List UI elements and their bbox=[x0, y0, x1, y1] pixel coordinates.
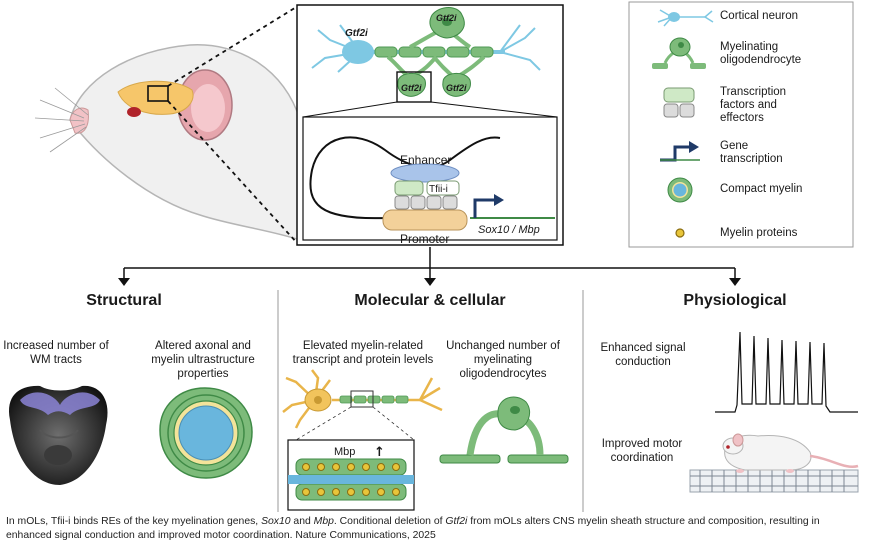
action-potential-trace bbox=[715, 331, 858, 413]
figure-caption: In mOLs, Tfii-i binds REs of the key mye… bbox=[6, 515, 864, 543]
myelinated-neuron-illustration bbox=[282, 369, 443, 441]
oligodendrocyte-legend-icon bbox=[652, 37, 706, 69]
mbp-inset-illustration bbox=[287, 439, 415, 511]
neuron-oligodendrocyte-illustration bbox=[311, 7, 541, 103]
legend-label-myelinating-oligodendrocyte: Myelinating oligodendrocyte bbox=[720, 41, 802, 66]
legend-label-gene-transcription: Gene transcription bbox=[720, 140, 783, 165]
legend-label-myelin-proteins: Myelin proteins bbox=[720, 227, 798, 239]
gene-label: Sox10 / Mbp bbox=[478, 224, 540, 236]
gtf2i-label-oligo-top: Gtf2i bbox=[436, 13, 457, 23]
compact-myelin-legend-icon bbox=[667, 177, 693, 203]
tfii-i-label: Tfii-i bbox=[429, 184, 448, 195]
heading-molecular-cellular: Molecular & cellular bbox=[354, 292, 506, 309]
caption-part-4: from mOLs alters CNS myelin sheath struc… bbox=[6, 516, 820, 541]
branch-arrowheads bbox=[118, 278, 741, 286]
gtf2i-label-oligo-left: Gtf2i bbox=[401, 83, 422, 93]
branch-connector bbox=[123, 247, 736, 280]
transcription-factors-legend-icon bbox=[663, 87, 695, 118]
mbp-increase-arrow: ↑ bbox=[374, 445, 385, 460]
legend-label-transcription-factors: Transcription factors and effectors bbox=[720, 86, 787, 124]
mouse-on-treadmill-illustration bbox=[689, 433, 859, 493]
transcription-illustration bbox=[309, 136, 555, 231]
label-increased-wm-tracts: Increased number of WM tracts bbox=[3, 340, 109, 366]
caption-part-2: and bbox=[290, 516, 314, 527]
brain-scan-image bbox=[9, 385, 108, 485]
gtf2i-label-neuron: Gtf2i bbox=[345, 28, 368, 39]
enhancer-label: Enhancer bbox=[400, 153, 451, 167]
heading-structural: Structural bbox=[86, 292, 162, 309]
label-elevated-myelin-transcripts: Elevated myelin-related transcript and p… bbox=[292, 340, 434, 366]
mbp-label: Mbp bbox=[334, 446, 355, 458]
label-unchanged-oligodendrocytes: Unchanged number of myelinating oligoden… bbox=[446, 340, 560, 380]
promoter-label: Promoter bbox=[400, 232, 449, 246]
legend-box bbox=[628, 1, 854, 248]
mouse-head-illustration bbox=[34, 44, 301, 242]
label-enhanced-signal-conduction: Enhanced signal conduction bbox=[600, 342, 686, 368]
caption-part-1: In mOLs, Tfii-i binds REs of the key mye… bbox=[6, 516, 262, 527]
myelin-cross-section-image bbox=[159, 387, 253, 479]
oligodendrocyte-illustration bbox=[439, 396, 569, 464]
gene-transcription-legend-icon bbox=[660, 141, 700, 162]
label-altered-ultrastructure: Altered axonal and myelin ultrastructure… bbox=[151, 340, 255, 380]
caption-gene-mbp: Mbp bbox=[313, 516, 334, 527]
myelin-proteins-legend-icon bbox=[675, 228, 685, 238]
legend-label-compact-myelin: Compact myelin bbox=[720, 183, 803, 195]
caption-part-3: . Conditional deletion of bbox=[333, 516, 446, 527]
legend-label-cortical-neuron: Cortical neuron bbox=[720, 10, 798, 22]
caption-gene-gtf2i: Gtf2i bbox=[445, 516, 468, 527]
label-improved-motor-coordination: Improved motor coordination bbox=[601, 438, 683, 464]
neuron-legend-icon bbox=[657, 9, 714, 27]
heading-physiological: Physiological bbox=[683, 292, 787, 309]
gtf2i-label-oligo-right: Gtf2i bbox=[446, 83, 467, 93]
caption-gene-sox10: Sox10 bbox=[261, 516, 291, 527]
